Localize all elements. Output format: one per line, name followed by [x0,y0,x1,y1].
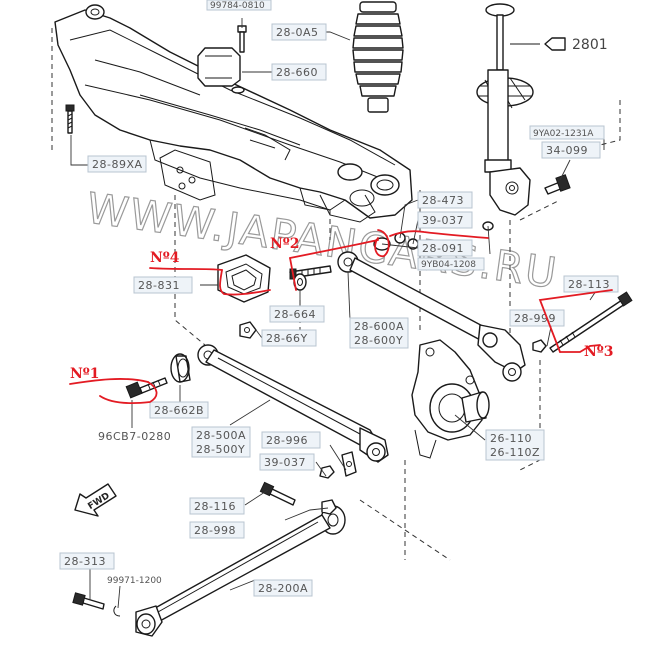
bolt-34-099 [544,174,571,195]
label-26-110: 26-110 [490,432,532,445]
label-28-200A: 28-200A [258,582,308,595]
rear-subframe [54,4,413,223]
lateral-arm-28-600A [337,251,526,382]
clip-99971-1200 [113,605,121,617]
label-28-664: 28-664 [274,308,316,321]
label-28-116: 28-116 [194,500,236,513]
label-9YB04-1208: 9YB04-1208 [421,260,476,270]
nut-39-037-lower [319,465,335,479]
callout-no2: Nº2 [270,236,300,252]
label-28-600Y: 28-600Y [354,334,403,347]
bushing-28-831 [217,254,271,303]
reference-arrow-2801: 2801 [510,37,608,53]
label-28-998: 28-998 [194,524,236,537]
bolt-top [237,25,247,53]
lower-arm-28-500A [197,344,389,463]
label-28-66Y: 28-66Y [266,332,308,345]
label-28-600A: 28-600A [354,320,404,333]
callout-no4: Nº4 [150,250,180,266]
nut-28-999 [532,339,547,353]
label-99971-1200: 99971-1200 [107,576,162,586]
label-34-099: 34-099 [546,144,588,157]
dust-boot-28-0A5 [352,1,404,113]
bolt-28-313 [72,592,105,610]
bushing-28-662B [170,353,191,383]
rubber-mount-28-660 [197,47,245,94]
callout-no1: Nº1 [70,366,100,382]
nut-28-116 [321,499,337,515]
callout-no3: Nº3 [584,344,614,360]
red-annotations: Nº1 Nº2 Nº3 Nº4 [69,229,614,404]
label-39-037-lower: 39-037 [264,456,306,469]
bolt-28-89XA [65,104,75,134]
fwd-arrow-icon: FWD [74,483,117,517]
label-28-0A5: 28-0A5 [276,26,319,39]
knuckle-26-110 [411,339,490,459]
label-28-091: 28-091 [422,242,464,255]
label-39-037-upper: 39-037 [422,214,464,227]
label-28-89XA: 28-89XA [92,158,143,171]
label-28-660: 28-660 [276,66,318,79]
label-28-313: 28-313 [64,555,106,568]
reference-2801-text: 2801 [572,37,608,53]
label-28-473: 28-473 [422,194,464,207]
label-28-996: 28-996 [266,434,308,447]
washer-28-996 [341,451,357,477]
label-96CB7-0280: 96CB7-0280 [98,430,171,443]
part-labels: 99784-0810 28-0A5 28-660 28-89XA 9YA02-1… [59,0,619,597]
label-26-110Z: 26-110Z [490,446,540,459]
label-28-113: 28-113 [568,278,610,291]
label-9YA02-1231A: 9YA02-1231A [533,129,594,139]
nut-28-66Y [239,321,257,339]
leader-lines [70,18,605,609]
bolt-28-116 [259,481,296,506]
bolt-28-113 [549,291,633,353]
label-99784-0810: 99784-0810 [210,1,265,11]
shock-absorber [476,3,534,216]
label-28-831: 28-831 [138,279,180,292]
label-28-500A: 28-500A [196,429,246,442]
label-28-662B: 28-662B [154,404,204,417]
label-28-500Y: 28-500Y [196,443,245,456]
